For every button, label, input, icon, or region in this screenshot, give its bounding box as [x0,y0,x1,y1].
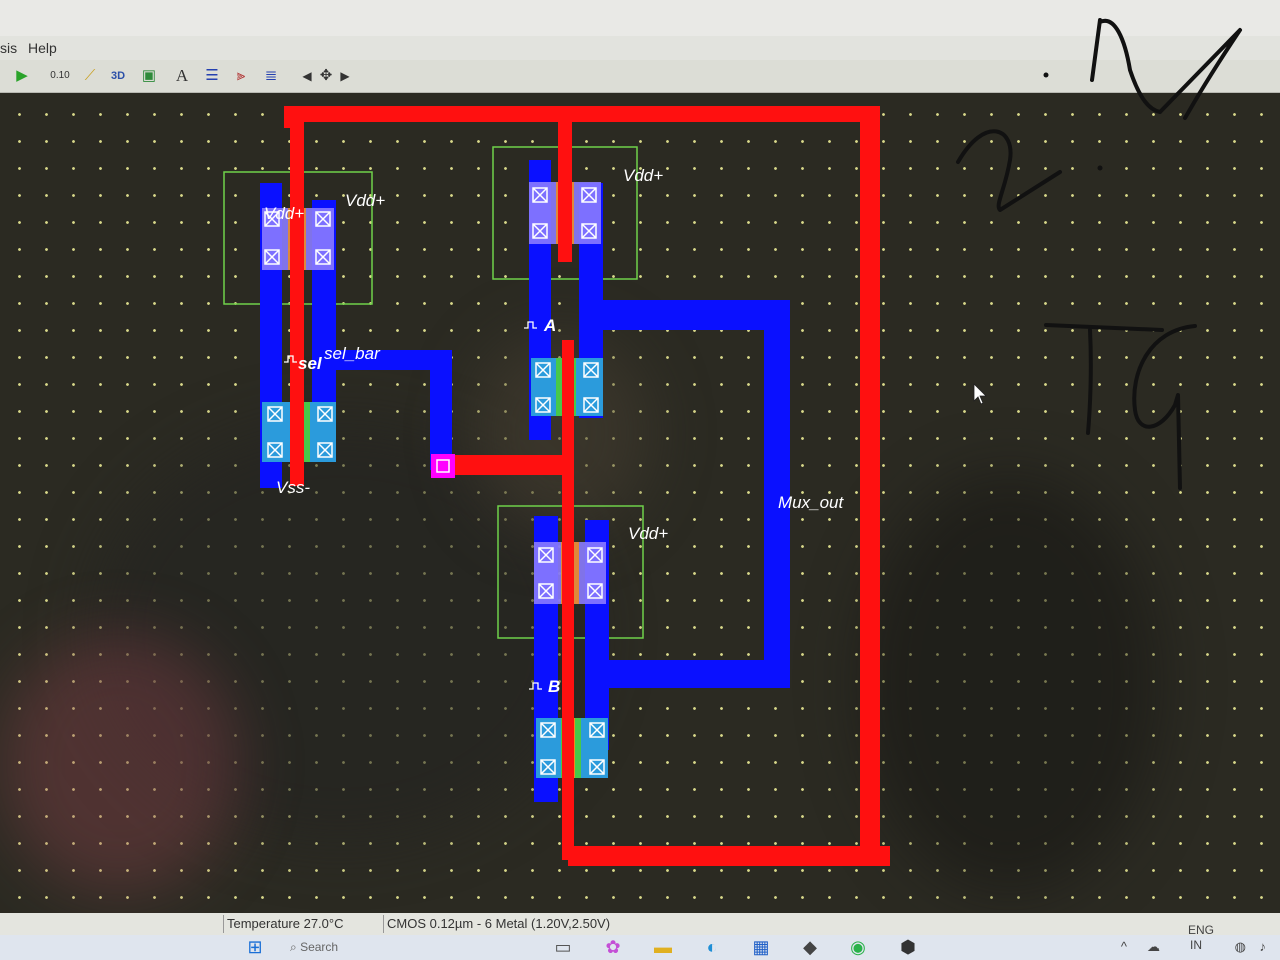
run-icon[interactable]: ▶ [16,67,28,84]
metal-sel-bar-down [430,350,452,470]
metal1-group [260,160,790,802]
clock-icon-a [524,321,537,329]
metal-out-bottom [585,660,790,688]
arrow-left-icon[interactable]: ◀ [302,69,312,83]
taskbar: ⊞ ⌕ Search ▭ ✿ ▬ ◐ ▦ ◆ ◉ ⬢ ^ ☁ ENG IN ◍ … [0,923,1280,960]
whatsapp-icon[interactable]: ◉ [850,937,866,957]
move-icon[interactable]: ✥ [319,67,333,84]
search-icon: ⌕ [290,940,297,954]
label-vdd-2: Vdd+ [345,191,385,210]
toolbar: ▶ 0.10 ⟋ 3D ▣ A ☰ ⫸ ≣ ◀ ✥ ▶ [0,60,1280,93]
view-3d-icon[interactable]: 3D [110,70,126,82]
edge-icon[interactable]: ◐ [706,937,718,957]
menu-bar: sis Help [0,36,1280,60]
poly-top [284,106,878,122]
language-label[interactable]: ENG [1187,923,1214,937]
clock-icon-b [529,682,542,690]
text-icon[interactable]: A [175,66,189,85]
poly-bottom [568,846,890,866]
menu-help[interactable]: Help [28,40,57,56]
contacts-n-b [540,722,605,775]
poly-contact-cut [436,459,450,473]
contacts-p1 [264,211,331,265]
graph-icon[interactable]: ⫸ [236,67,246,84]
store-icon[interactable]: ▦ [752,937,770,957]
cursor-icon [973,383,987,405]
status-bar: Temperature 27.0°C CMOS 0.12µm - 6 Metal… [0,913,1280,935]
label-mux-out: Mux_out [778,493,844,512]
poly-right-vert [860,106,880,864]
layout-canvas[interactable] [0,93,1280,913]
gate-sel-g2 [304,402,310,462]
probe-icon[interactable]: ⟋ [84,67,96,84]
label-vdd-3: Vdd+ [623,166,663,185]
list-icon[interactable]: ≣ [264,67,278,84]
search-placeholder: Search [300,940,339,954]
contacts [264,187,605,775]
poly-a-lower [562,340,574,860]
align-icon[interactable]: ☰ [205,67,219,84]
contacts-p2 [532,187,597,239]
app-icon[interactable]: ◆ [803,937,817,957]
cloud-icon[interactable]: ☁ [1147,939,1160,954]
taskbar-search[interactable]: ⌕ Search [290,935,410,960]
metal-out-top [579,300,789,330]
clock-icon-sel [284,355,297,363]
label-vdd-1: Vdd+ [264,204,304,223]
contacts-n-a [535,362,599,413]
poly-mid-horiz [446,455,571,475]
label-sel-bar: sel_bar [324,344,381,363]
menu-analysis[interactable]: sis [0,40,18,56]
screen-reflection-dark [860,473,1160,893]
screen-reflection-red [0,633,240,893]
network-icon[interactable]: ◍ [1234,939,1246,954]
label-a: A [543,316,556,335]
volume-icon[interactable]: ♪ [1259,939,1267,954]
gate-b-g2 [575,718,581,778]
arrow-right-icon[interactable]: ▶ [340,69,350,83]
file-explorer-icon[interactable]: ▬ [654,937,672,957]
poly-group [284,106,890,866]
contacts-p3 [538,547,603,599]
metal-out-right [764,300,790,688]
label-vss: Vss- [276,478,310,497]
chevron-up-icon[interactable]: ^ [1120,939,1127,954]
label-b: B [548,677,560,696]
status-temperature: Temperature 27.0°C [223,915,382,933]
contacts-n-sel [267,406,333,458]
label-vdd-4: Vdd+ [628,524,668,543]
gate-a-g [556,358,562,416]
status-technology: CMOS 0.12µm - 6 Metal (1.20V,2.50V) [383,915,647,933]
copilot-icon[interactable]: ✿ [605,937,621,957]
poly-contact [431,454,455,478]
measure-icon[interactable]: 0.10 [50,70,70,81]
microwind-icon[interactable]: ⬢ [900,937,916,957]
metal-sel-bar-horiz [312,350,452,370]
poly-sel-vert [290,106,304,486]
layers-icon[interactable]: ▣ [141,67,157,84]
label-sel: sel [298,354,323,373]
task-view-icon[interactable]: ▭ [554,937,572,957]
region-label[interactable]: IN [1190,938,1202,952]
windows-start-icon[interactable]: ⊞ [247,937,263,957]
poly-a-vert [558,106,572,262]
node-labels: Vdd+ Vdd+ Vdd+ Vdd+ sel_bar sel A B Vss-… [264,166,844,696]
